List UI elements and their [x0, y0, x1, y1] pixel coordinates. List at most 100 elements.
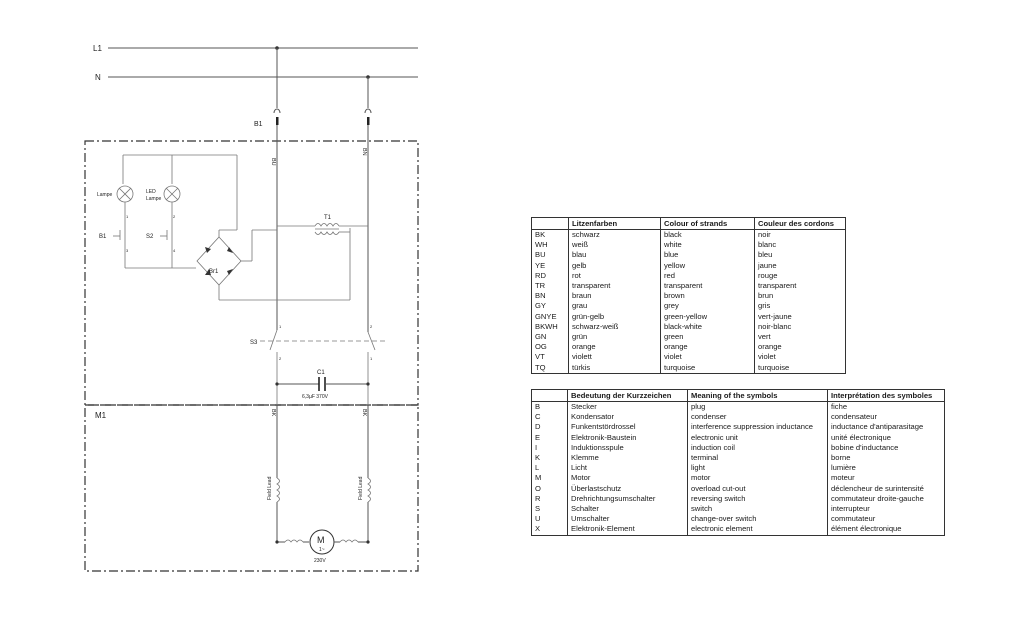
switch-s1-label: B1 — [99, 234, 107, 240]
table-cell: violett — [568, 352, 661, 363]
terminal-number: 1 — [126, 214, 129, 219]
table-cell: overload cut-out — [687, 483, 828, 494]
table-cell: YE — [535, 260, 546, 270]
table-cell: blue — [660, 250, 755, 261]
table-cell: turquoise — [660, 362, 755, 374]
table-header-cell — [531, 389, 568, 402]
table-cell: orange — [568, 342, 661, 353]
n-label: N — [95, 73, 101, 82]
table-cell: Überlastschutz — [567, 483, 688, 494]
table-cell: condensateur — [827, 412, 945, 423]
table-cell: Stecker — [567, 401, 688, 413]
table-cell: M — [535, 473, 542, 483]
table-cell: GY — [535, 301, 546, 311]
table-cell: L — [535, 463, 540, 473]
table-cell: BN — [535, 291, 546, 301]
table-header-cell: Couleur des cordons — [754, 217, 846, 230]
table-cell: Motor — [567, 473, 688, 484]
transformer-t1-icon — [277, 223, 368, 235]
table-cell: E — [535, 432, 541, 442]
table-cell: black-white — [660, 321, 755, 333]
switch-s3-icon — [260, 329, 385, 405]
terminal-number: 2 — [279, 356, 282, 361]
table-cell: transparent — [568, 281, 661, 292]
table-cell: turquoise — [754, 362, 846, 374]
table-cell: Elektronik-Baustein — [567, 432, 688, 443]
table-cell: brown — [660, 291, 755, 302]
table-cell: orange — [660, 342, 755, 353]
wire-bk-left-label: BK — [270, 409, 276, 417]
table-cell: lumière — [827, 463, 945, 474]
switch-s2-icon — [160, 226, 173, 244]
table-cell: élément électronique — [827, 524, 945, 536]
table-cell: Klemme — [567, 453, 688, 464]
table-cell: black — [660, 229, 755, 241]
table-cell: D — [535, 422, 541, 432]
table-cell: GN — [535, 332, 547, 342]
table-cell: Umschalter — [567, 514, 688, 525]
table-cell: gelb — [568, 260, 661, 271]
table-cell: OG — [535, 342, 547, 352]
table-cell: BK — [535, 230, 546, 239]
table-cell: electronic element — [687, 524, 828, 536]
plug-socket-right — [364, 108, 372, 114]
table-header-cell: Meaning of the symbols — [687, 389, 828, 402]
table-cell: bleu — [754, 250, 846, 261]
symbols-table: Bedeutung der Kurzzeichen Meaning of the… — [531, 389, 945, 536]
table-cell: déclencheur de surintensité — [827, 483, 945, 494]
table-cell: U — [535, 514, 541, 524]
plug-socket-left — [273, 108, 281, 114]
table-cell: violet — [660, 352, 755, 363]
table-cell: unité électronique — [827, 432, 945, 443]
table-cell: interrupteur — [827, 504, 945, 515]
capacitor-c1-icon — [275, 377, 370, 391]
table-cell: yellow — [660, 260, 755, 271]
table-cell: Drehrichtungsumschalter — [567, 493, 688, 505]
wire-bn-label: BN — [361, 148, 367, 156]
capacitor-value: 6,3µF 370V — [302, 394, 329, 400]
table-header-cell: Colour of strands — [660, 217, 755, 230]
lamp1-icon — [116, 185, 134, 203]
table-cell: GNYE — [535, 311, 557, 321]
table-header-cell: Litzenfarben — [568, 217, 661, 230]
field-lead-right-label: Field Lead — [358, 476, 364, 500]
table-cell: moteur — [827, 473, 945, 484]
table-header-row: Bedeutung der Kurzzeichen Meaning of the… — [531, 389, 945, 402]
wire-bk-right-label: BK — [361, 409, 367, 417]
wire-bu-label: BU — [270, 158, 276, 166]
table-cell: X — [535, 524, 541, 534]
table-cell: rot — [568, 270, 661, 282]
table-cell: weiß — [568, 240, 661, 251]
motor-junction-right — [366, 540, 370, 544]
table-cell: induction coil — [687, 442, 828, 454]
wiring-schematic: L1 N B1 BU BN Lampe LED Lampe — [84, 44, 419, 572]
motor-symbol: M — [317, 535, 325, 545]
table-cell: condenser — [687, 412, 828, 423]
connector-label: B1 — [254, 121, 263, 128]
table-cell: S — [535, 504, 541, 514]
strand-colors-table: Litzenfarben Colour of strands Couleur d… — [531, 217, 846, 374]
table-cell: vert-jaune — [754, 311, 846, 322]
table-cell: green-yellow — [660, 311, 755, 322]
table-cell: noir — [754, 229, 846, 241]
table-header-cell — [531, 217, 569, 230]
table-cell: blanc — [754, 240, 846, 251]
capacitor-label: C1 — [317, 370, 325, 376]
table-cell: commutateur — [827, 514, 945, 525]
motor-coil-right-icon — [339, 539, 359, 543]
table-cell: TR — [535, 281, 546, 291]
terminal-number: 2 — [173, 214, 176, 219]
table-cell: transparent — [754, 281, 846, 292]
table-cell: Kondensator — [567, 412, 688, 423]
table-cell: white — [660, 240, 755, 251]
appliance-enclosure — [84, 140, 419, 406]
